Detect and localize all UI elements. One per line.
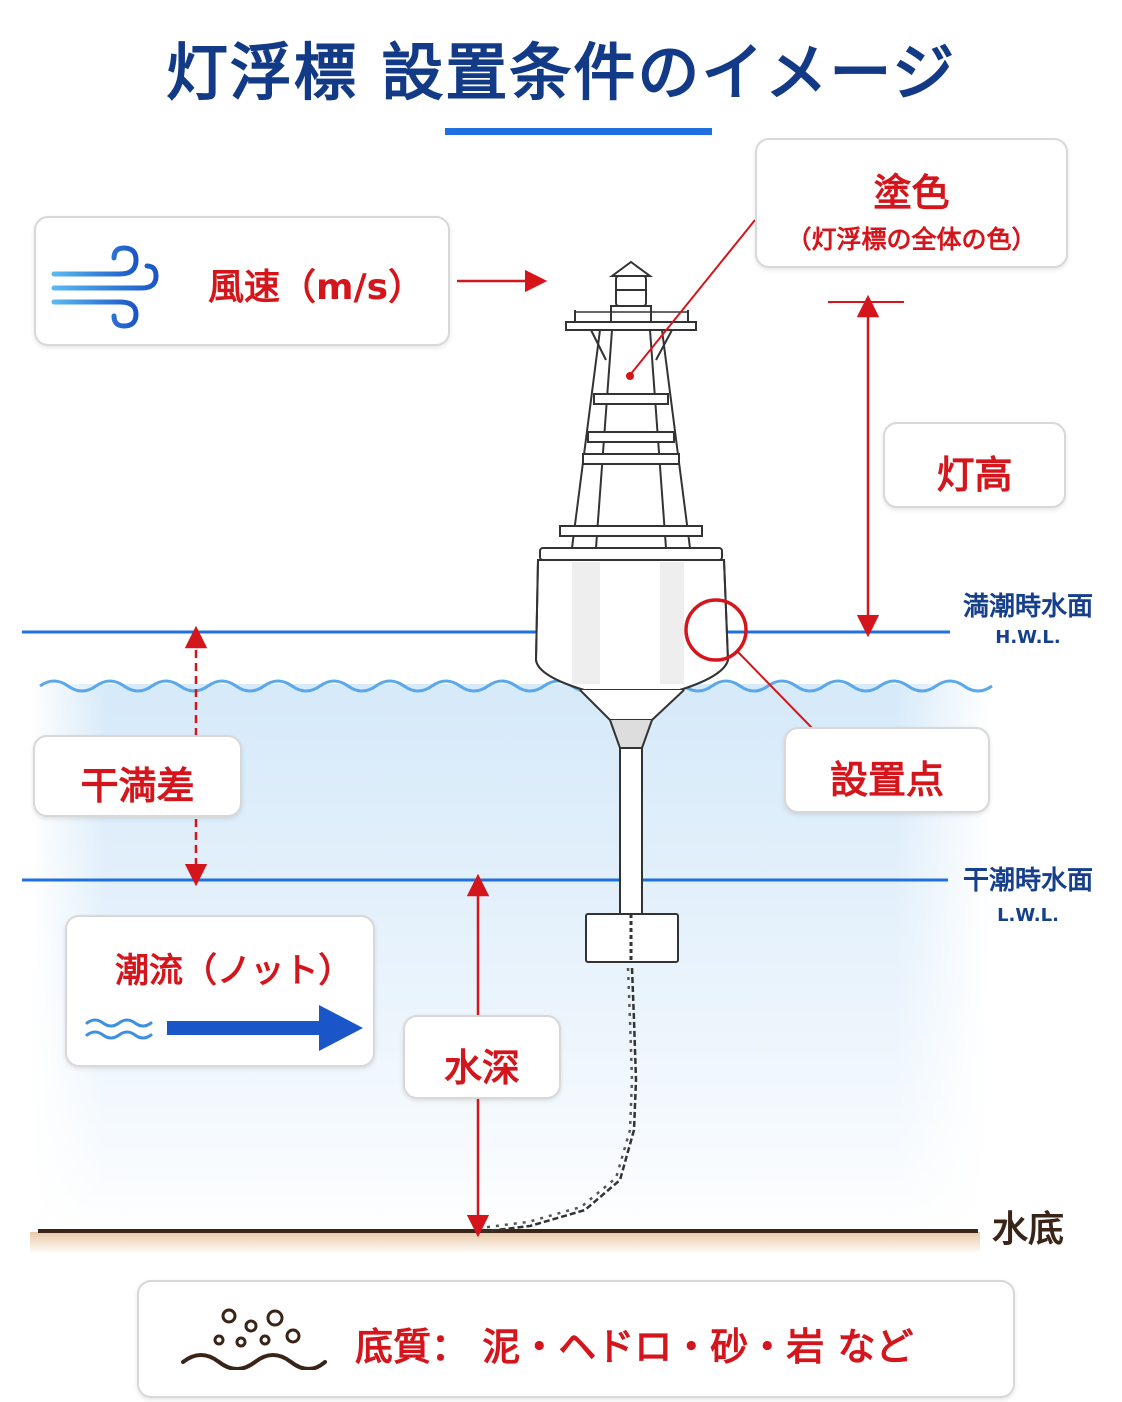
wind-label: 風速（m/s） <box>208 267 425 308</box>
current-label: 潮流（ノット） <box>115 951 353 991</box>
current-arrow-icon <box>167 1005 363 1051</box>
tide-range-label: 干満差 <box>80 764 195 808</box>
deck <box>559 525 703 537</box>
paint-sublabel: （灯浮標の全体の色） <box>786 225 1037 254</box>
lwl-label: 干潮時水面 L.W.L. <box>950 860 1106 926</box>
install-point-marker <box>684 598 748 662</box>
hwl-en: H.W.L. <box>995 627 1061 648</box>
light-height-label: 灯高 <box>936 453 1013 497</box>
page-title: 灯浮標 設置条件のイメージ <box>165 36 957 109</box>
install-point-box: 設置点 <box>784 727 990 813</box>
paint-label: 塗色 <box>873 171 950 215</box>
install-point-label: 設置点 <box>829 758 944 802</box>
float-body <box>534 559 730 691</box>
paint-leader <box>629 219 756 376</box>
hwl-jp: 満潮時水面 <box>962 592 1093 622</box>
bottom-quality-box: 底質： 泥・ヘドロ・砂・岩 など <box>137 1280 1015 1398</box>
tail-tube <box>619 747 643 915</box>
bottom-quality-label: 底質： 泥・ヘドロ・砂・岩 など <box>355 1325 914 1369</box>
mooring-chain <box>479 967 638 1234</box>
install-point-leader <box>737 651 813 729</box>
seabed-sand <box>30 1232 980 1254</box>
tide-range-box: 干満差 <box>33 735 242 817</box>
tower-frame <box>571 329 691 549</box>
depth-label: 水深 <box>443 1046 520 1090</box>
wind-icon <box>51 245 159 329</box>
title-underline <box>445 128 712 135</box>
current-waves-icon <box>85 1018 153 1040</box>
current-box: 潮流（ノット） <box>65 915 375 1067</box>
depth-box: 水深 <box>403 1015 561 1099</box>
lwl-jp: 干潮時水面 <box>962 866 1093 896</box>
paint-box: 塗色 （灯浮標の全体の色） <box>755 138 1068 268</box>
top-platform <box>565 321 697 331</box>
paint-point <box>626 372 634 380</box>
sediment-icon <box>181 1308 327 1370</box>
bottom-label: 水底 <box>992 1209 1065 1250</box>
light-height-box: 灯高 <box>883 422 1066 508</box>
buoy <box>534 260 730 963</box>
wind-box: 風速（m/s） <box>34 216 450 346</box>
lwl-en: L.W.L. <box>997 905 1059 926</box>
hwl-label: 満潮時水面 H.W.L. <box>948 586 1108 648</box>
